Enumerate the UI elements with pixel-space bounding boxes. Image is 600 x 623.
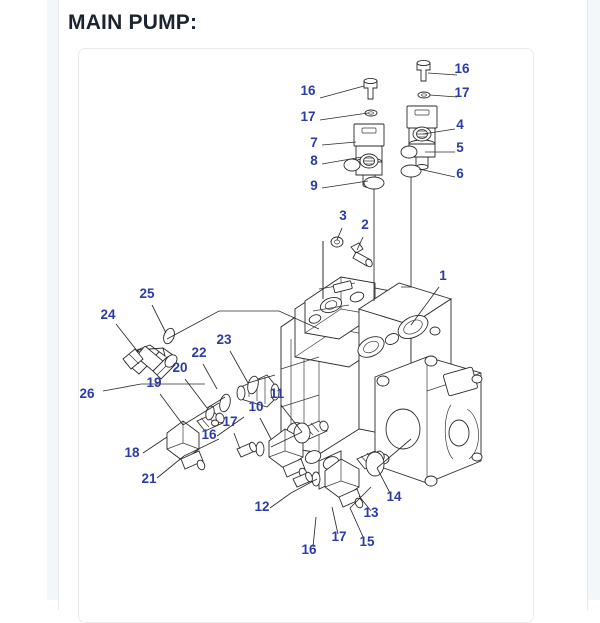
callout-label-19: 19 xyxy=(146,375,161,390)
callout-leader-4 xyxy=(422,128,456,135)
callout-label-3: 3 xyxy=(339,208,347,223)
callout-leader-12 xyxy=(269,492,292,509)
callout-label-16c: 16 xyxy=(201,427,217,442)
callout-label-12: 12 xyxy=(254,499,269,514)
callout-label-13: 13 xyxy=(363,505,379,520)
callout-label-8: 8 xyxy=(310,153,318,168)
valve-assembly-right xyxy=(400,59,438,288)
callout-label-5: 5 xyxy=(456,140,464,155)
callout-label-1: 1 xyxy=(439,268,447,283)
callout-label-16: 16 xyxy=(300,83,316,98)
callout-leader-18 xyxy=(142,436,168,454)
callout-leader-3 xyxy=(336,227,343,241)
callout-leader-16 xyxy=(319,85,365,99)
fitting-10 xyxy=(236,420,329,479)
callout-label-7: 7 xyxy=(310,135,318,150)
callout-label-17b: 17 xyxy=(454,85,469,100)
callout-label-21: 21 xyxy=(141,471,157,486)
callout-leader-17c xyxy=(233,432,241,450)
callout-leader-14 xyxy=(376,467,392,496)
callout-label-18: 18 xyxy=(124,445,140,460)
callout-label-20: 20 xyxy=(172,360,187,375)
callout-leader-23 xyxy=(229,350,249,384)
callout-leader-16c xyxy=(216,416,245,437)
callout-leader-7 xyxy=(321,141,357,146)
callout-leader-6 xyxy=(418,168,456,178)
callout-label-6: 6 xyxy=(456,166,464,181)
callout-leader-16d xyxy=(312,516,317,548)
callout-label-16b: 16 xyxy=(454,61,470,76)
callout-label-17d: 17 xyxy=(331,529,346,544)
page-title: MAIN PUMP: xyxy=(68,11,198,34)
fitting-18 xyxy=(166,412,225,471)
callout-leader-24 xyxy=(115,323,139,353)
elbow-fitting-24 xyxy=(122,327,178,380)
callout-leader-16b xyxy=(427,72,458,76)
callout-label-17: 17 xyxy=(300,109,315,124)
callout-label-25: 25 xyxy=(139,286,155,301)
callout-leader-10 xyxy=(259,417,272,440)
callout-leader-11 xyxy=(280,404,303,433)
callout-leader-8 xyxy=(321,156,363,165)
callout-leader-19 xyxy=(159,393,184,426)
callout-leader-17d xyxy=(331,506,339,535)
callout-label-23: 23 xyxy=(216,332,232,347)
valve-assembly-left xyxy=(343,77,385,301)
callout-label-26: 26 xyxy=(79,386,95,401)
callout-label-2: 2 xyxy=(361,217,369,232)
fitting-13 xyxy=(292,450,385,509)
callout-label-10: 10 xyxy=(248,399,263,414)
callout-leader-21 xyxy=(156,455,185,479)
callout-leader-17 xyxy=(319,112,369,121)
callout-leader-20 xyxy=(184,378,208,409)
main-pump-diagram: 1234567891011121314151617161716171617181… xyxy=(79,59,483,557)
callout-label-24: 24 xyxy=(100,307,116,322)
callout-leader-25 xyxy=(151,304,167,334)
pump-body xyxy=(280,276,483,490)
callout-leader-26 xyxy=(102,383,142,392)
callout-leader-15 xyxy=(349,507,365,540)
callout-leader-13 xyxy=(358,495,372,512)
callout-label-15: 15 xyxy=(359,534,375,549)
callout-label-4: 4 xyxy=(456,117,464,132)
callout-label-17c: 17 xyxy=(222,414,237,429)
callout-label-9: 9 xyxy=(310,178,318,193)
callout-leader-1 xyxy=(410,286,440,326)
callout-leader-2 xyxy=(356,236,364,251)
reference-lines xyxy=(141,241,412,509)
callout-leader-9 xyxy=(321,180,369,189)
callout-label-11: 11 xyxy=(270,386,285,401)
callout-leader-22 xyxy=(202,363,218,390)
callout-leader-17b xyxy=(429,94,458,98)
callout-label-16d: 16 xyxy=(301,542,317,557)
callout-label-14: 14 xyxy=(386,489,402,504)
callout-label-22: 22 xyxy=(191,345,206,360)
